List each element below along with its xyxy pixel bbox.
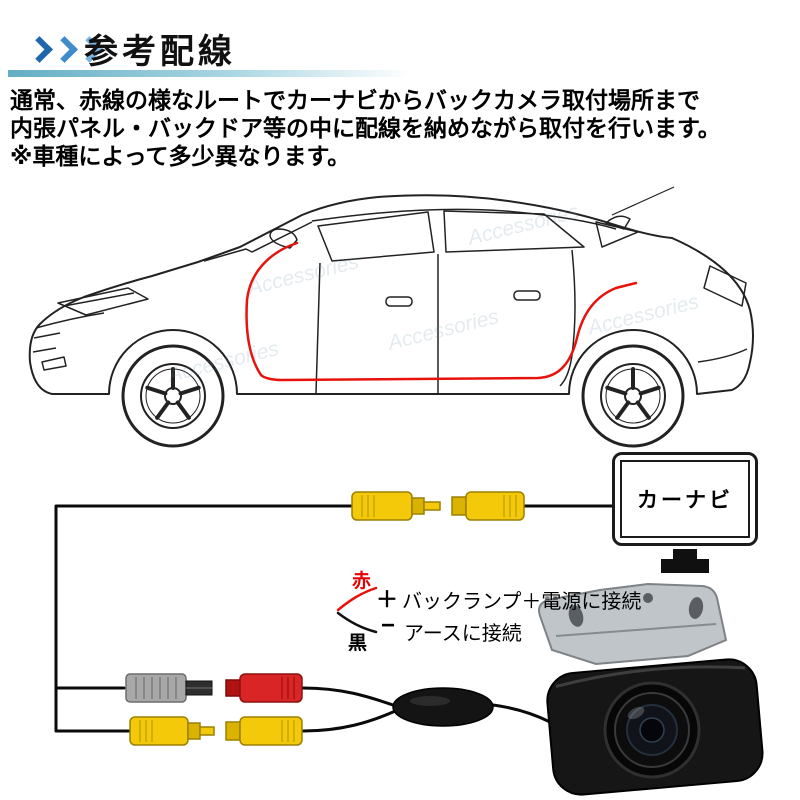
- rca-connector-yellow-female-top: [451, 491, 525, 521]
- watermark-text: Accessories: [384, 305, 502, 355]
- car-front-window: [317, 211, 435, 262]
- watermark-text: Accessories: [164, 337, 282, 387]
- car-grille-lines: [32, 312, 105, 353]
- car-rear-crease: [697, 348, 748, 363]
- dc-power-plug-gray: [125, 673, 213, 703]
- black-ground-wire: [336, 611, 378, 634]
- intro-text: 通常、赤線の様なルートでカーナビからバックカメラ取付場所まで 内張パネル・バック…: [10, 86, 796, 170]
- signal-filter-oval: [392, 687, 494, 727]
- car-roof-frame-line: [311, 208, 617, 230]
- rca-connector-yellow-female-bottom: [225, 716, 303, 746]
- camera-bracket: [538, 582, 728, 666]
- wiring-diagram: [54, 491, 764, 796]
- car-door-handle: [385, 296, 413, 307]
- car-windshield-line: [203, 221, 313, 262]
- car-mirror: [269, 228, 298, 249]
- rear-wheel: [581, 344, 685, 448]
- intro-line-2: 内張パネル・バックドア等の中に配線を納めながら取付を行います。: [10, 115, 721, 141]
- minus-connection-text: アースに接続: [404, 623, 522, 645]
- backup-camera-photo: [538, 582, 764, 796]
- car-navi-label: カーナビ: [620, 460, 750, 538]
- intro-line-1: 通常、赤線の様なルートでカーナビからバックカメラ取付場所まで: [10, 87, 700, 113]
- rca-connector-red-female: [225, 673, 303, 703]
- car-navi-stand-neck: [673, 549, 697, 560]
- car-door-handle: [513, 290, 541, 301]
- wiring-cable-lines: [54, 504, 614, 733]
- plus-sign-label: ＋: [376, 587, 399, 612]
- black-wire-label: 黒: [348, 633, 368, 654]
- car-tail-light: [703, 265, 747, 307]
- car-antenna-line: [611, 186, 675, 216]
- car-shark-fin-antenna: [605, 215, 631, 230]
- car-headlight: [57, 287, 149, 316]
- red-power-wire: [336, 586, 378, 612]
- watermark-text: Accessories: [244, 250, 362, 300]
- rca-connector-yellow-male-top: [351, 491, 441, 521]
- page-title: 参考配線: [84, 34, 236, 71]
- rca-connector-yellow-male-bottom: [129, 716, 215, 746]
- car-body-outline: [28, 194, 754, 395]
- car-navi-box: カーナビ: [612, 452, 758, 546]
- plus-connection-text: バックランプ＋電源に接続: [402, 591, 642, 613]
- car-illustration: Accessories Accessories Accessories Acce…: [28, 186, 754, 448]
- wiring-route-red-line: [245, 241, 638, 382]
- red-wire-label: 赤: [352, 571, 372, 592]
- intro-line-3: ※車種によって多少異なります。: [10, 143, 351, 169]
- camera-lens: [603, 681, 701, 779]
- title-underline: [8, 70, 412, 77]
- minus-sign-label: −: [381, 612, 396, 639]
- watermark-text: Accessories: [464, 200, 582, 250]
- car-fog-light: [41, 356, 67, 371]
- car-navi-stand-base: [661, 559, 709, 573]
- car-rear-window: [443, 210, 585, 253]
